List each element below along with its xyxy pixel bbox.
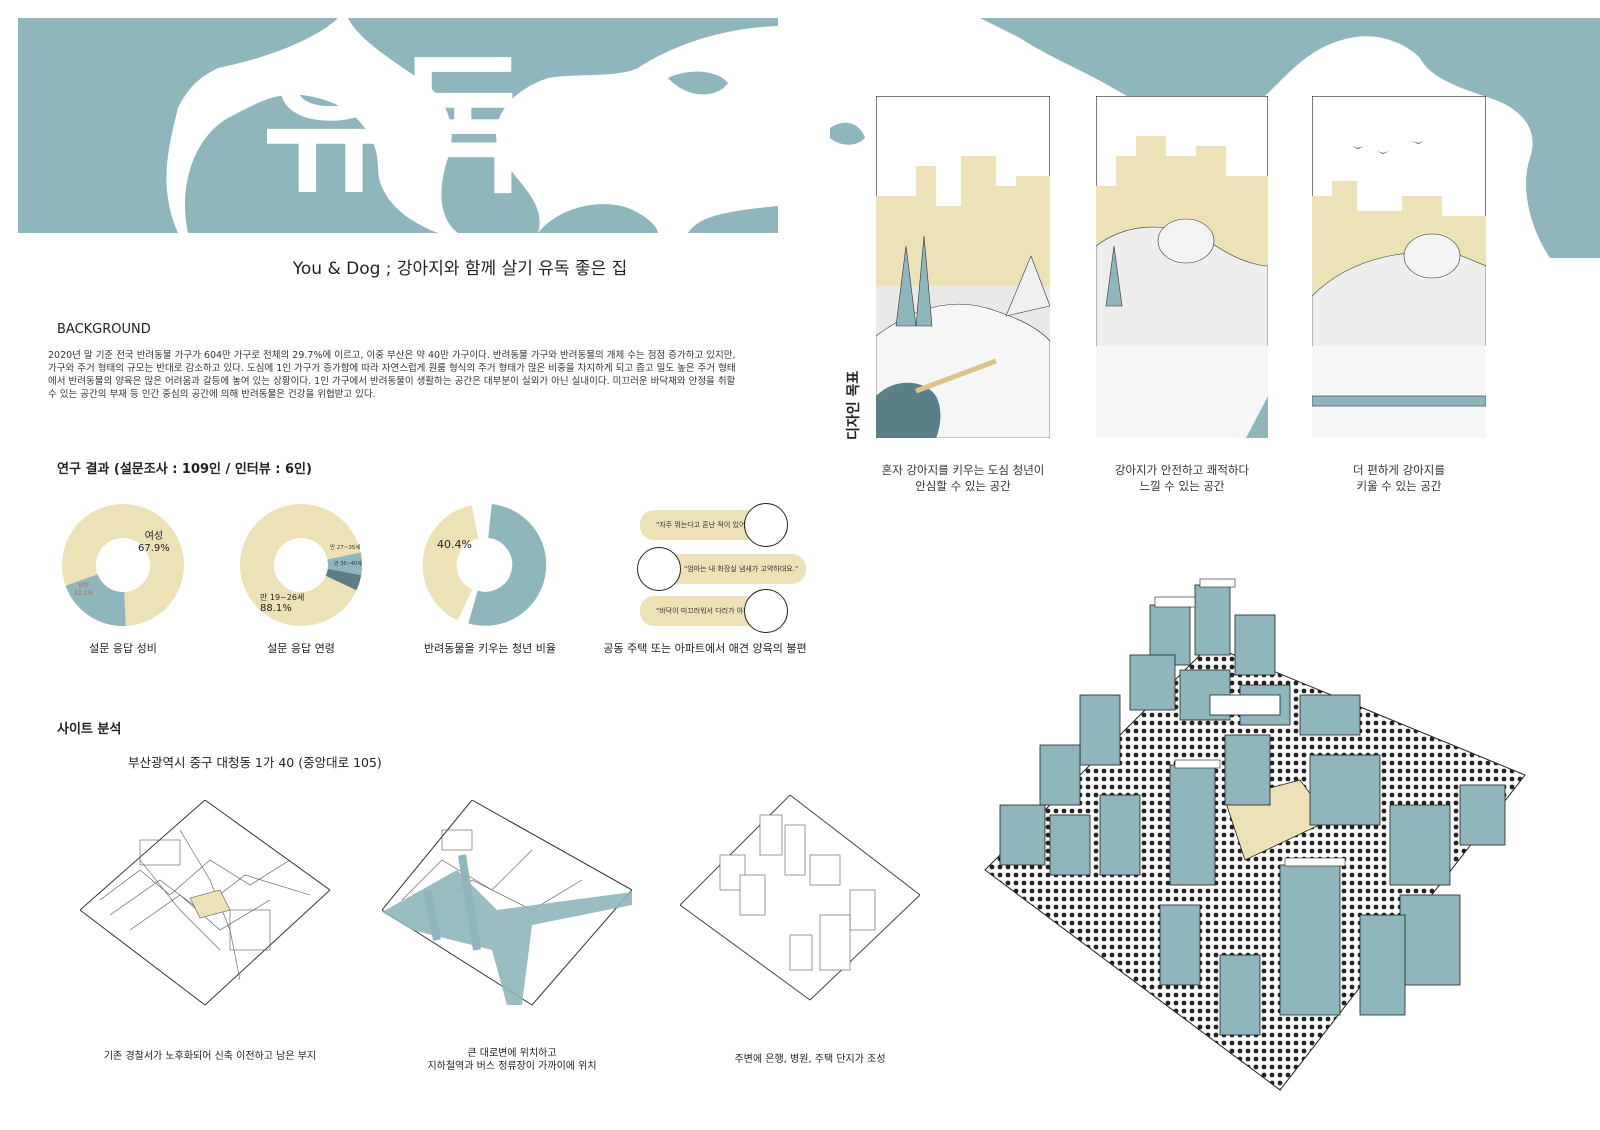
design-panel-3 [1312,96,1486,438]
background-heading: BACKGROUND [57,322,151,337]
interviews-caption: 공동 주택 또는 아파트에서 애견 양육의 불편 [603,642,807,655]
panel-caption: 더 편하게 강아지를 키울 수 있는 공간 [1353,463,1445,493]
site-map-transit [382,800,632,1006]
panel-caption: 강아지가 안전하고 쾌적하다 느낄 수 있는 공간 [1114,463,1250,493]
chart-caption: 설문 응답 연령 [267,642,335,655]
donut-label-female: 여성 67.9% [138,531,170,554]
site-caption: 기존 경찰서가 노후화되어 신축 이전하고 남은 부지 [103,1051,317,1062]
design-panel-2 [1096,96,1268,438]
donut-segment-male [65,573,126,626]
donut-chart-pet-owners [422,504,547,626]
site-map-location [80,800,330,1006]
donut-segment-others [468,504,547,626]
background-text: 2020년 말 기준 전국 반려동물 가구가 604만 가구로 전체의 29.7… [48,349,768,401]
research-heading: 연구 결과 (설문조사 : 109인 / 인터뷰 : 6인) [57,462,312,477]
chart-caption: 설문 응답 성비 [89,642,157,655]
background-line: 수 있는 공간의 부재 등 인간 중심의 공간에 의해 반려동물은 건강을 위협… [48,389,376,400]
logo-text: 유독 [262,40,532,214]
dog-face-icon [744,503,788,547]
dog-face-icon [637,547,681,591]
donut-segment-27-35 [327,552,362,575]
donut-label-male: 남성 32.1% [74,582,94,597]
isometric-site-model [984,578,1526,1091]
donut-segment-owners [422,505,480,621]
design-panel-1 [876,96,1050,438]
header-map-graphic [18,18,778,233]
background-line: 가구와 주거 형태의 규모는 반대로 감소하고 있다. 도심에 1인 가구가 증… [48,363,736,374]
donut-label-27-35: 만 27~35세 [330,545,361,551]
page-subtitle: You & Dog ; 강아지와 함께 살기 유독 좋은 집 [292,259,628,279]
design-goal-label: 디자인 목표 [846,370,862,440]
site-address: 부산광역시 중구 대청동 1가 40 (중앙대로 105) [128,755,382,770]
site-map-massing [680,795,920,1001]
donut-label-19-26: 만 19~26세 88.1% [260,593,305,614]
right-map-graphic [830,18,1600,258]
donut-chart-gender [62,504,184,626]
background-line: 에서 반려동물의 양육은 많은 어려움과 갈등에 놓여 있는 상황이다. 1인 … [48,376,736,387]
background-line: 2020년 말 기준 전국 반려동물 가구가 604만 가구로 전체의 29.7… [48,350,736,361]
donut-chart-age [240,504,362,626]
chart-caption: 반려동물을 키우는 청년 비율 [424,642,556,655]
site-caption: 주변에 은행, 병원, 주택 단지가 조성 [734,1054,886,1065]
site-heading: 사이트 분석 [57,722,122,737]
donut-segment-36-40 [325,568,362,591]
donut-label-owners: 40.4% [437,538,472,551]
dog-face-icon [744,589,788,633]
site-caption: 큰 대로변에 위치하고 지하철역과 버스 정류장이 가까이에 위치 [427,1048,597,1072]
donut-label-36-40: 만 36~40세 [334,561,362,567]
panel-caption: 혼자 강아지를 키우는 도심 청년이 안심할 수 있는 공간 [881,463,1045,493]
